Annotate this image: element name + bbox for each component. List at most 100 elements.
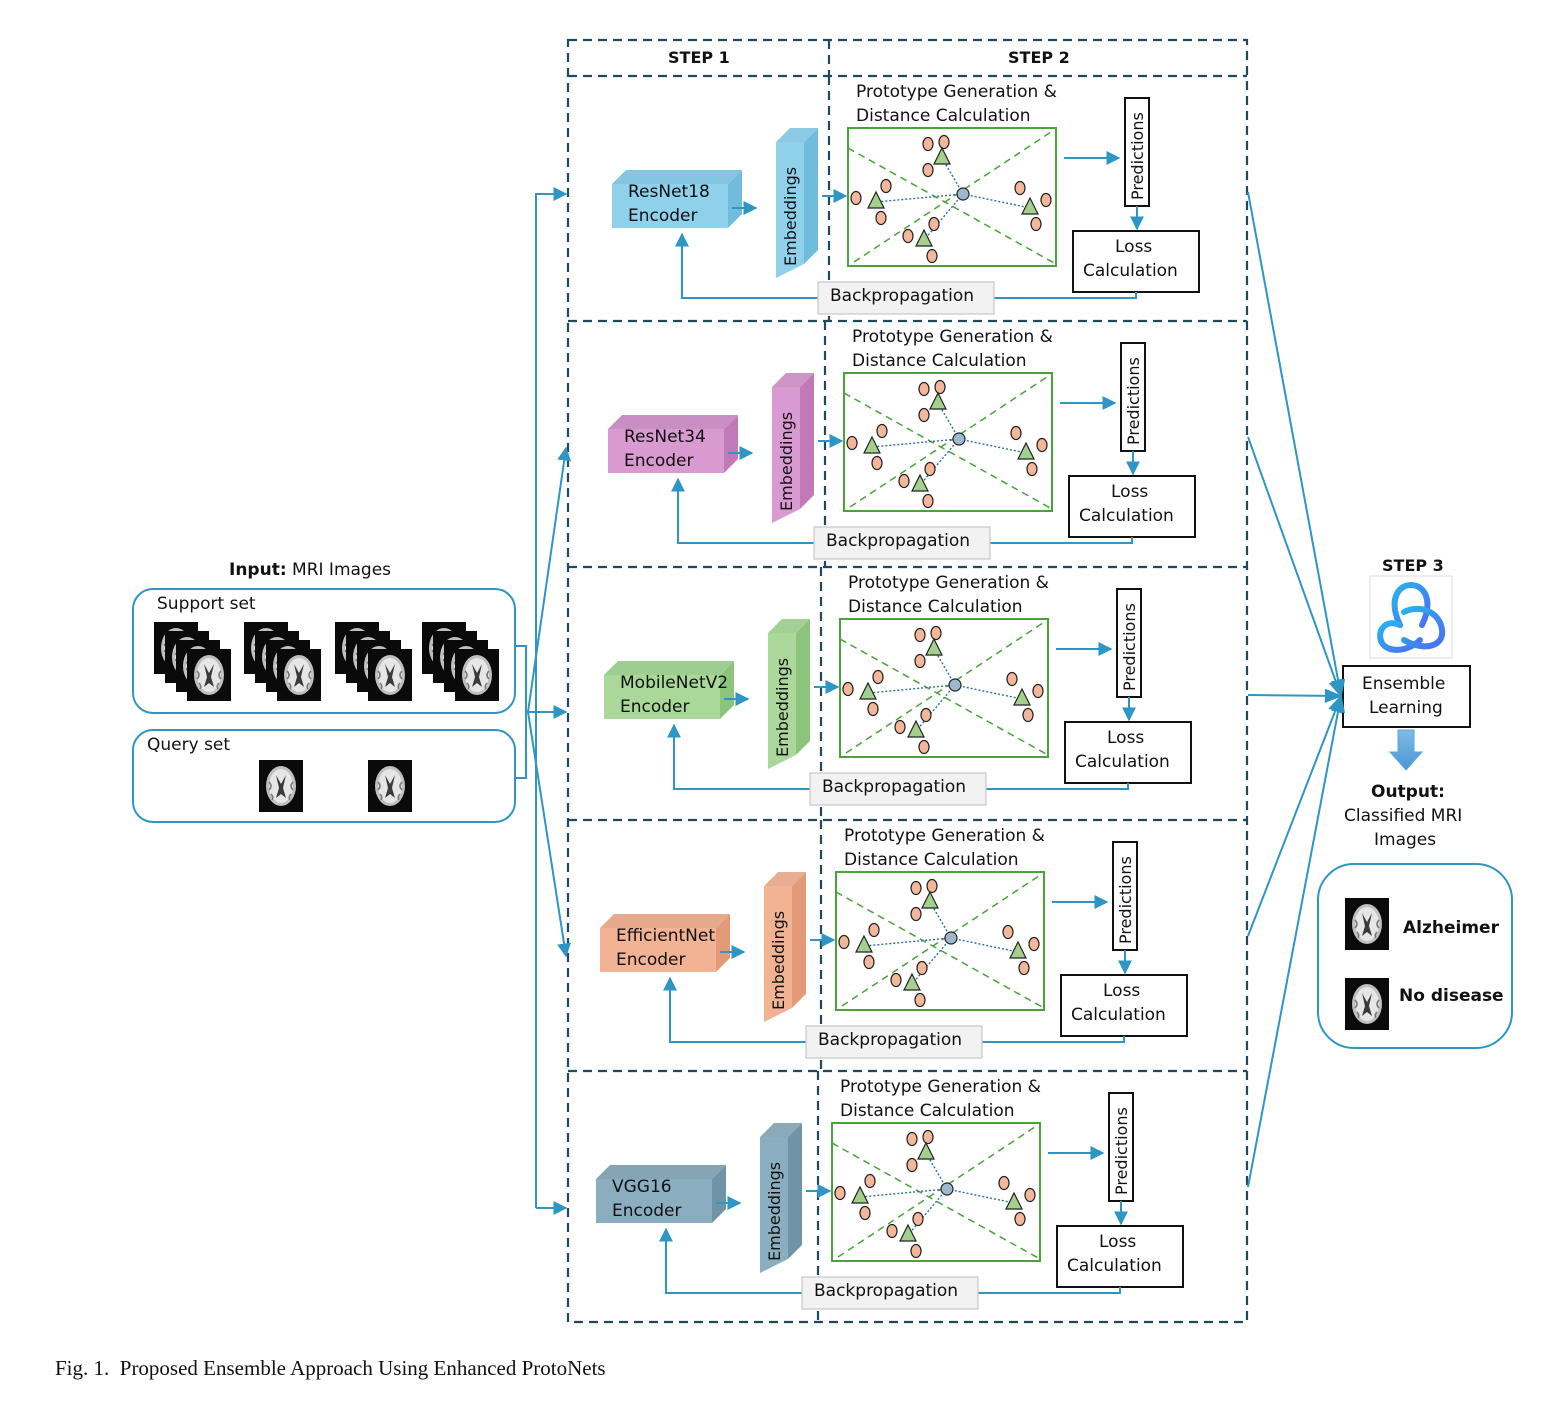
- loss-label-1: Loss: [1103, 981, 1141, 1001]
- support-point: [890, 972, 902, 988]
- support-image-stack: [421, 621, 500, 702]
- support-point: [910, 906, 922, 922]
- support-point: [910, 880, 922, 896]
- row-to-ensemble-arrow: [1247, 694, 1342, 937]
- encoder-box-side: [720, 661, 734, 719]
- support-point: [906, 1157, 918, 1173]
- support-point: [928, 216, 940, 232]
- encoder-box-front: [596, 1179, 712, 1223]
- prototype-triangle: [1021, 196, 1039, 215]
- mri-image-icon: [276, 648, 322, 702]
- decision-boundary-line: [853, 129, 1055, 263]
- encoder-name-label: ResNet18: [628, 182, 710, 202]
- support-point: [912, 1211, 924, 1227]
- support-point: [1022, 707, 1034, 723]
- distance-line: [867, 684, 956, 694]
- knot-loop: [1377, 620, 1423, 653]
- input-title-rest: MRI Images: [286, 560, 392, 580]
- encoder-suffix-label: Encoder: [624, 451, 694, 471]
- backpropagation-label: Backpropagation: [822, 777, 967, 797]
- backpropagation-label: Backpropagation: [826, 531, 971, 551]
- embeddings-slab-side: [800, 373, 814, 509]
- support-point: [1036, 437, 1048, 453]
- loss-label-2: Calculation: [1075, 752, 1170, 772]
- prototype-triangle: [855, 934, 873, 953]
- distance-line: [950, 937, 1019, 953]
- input-to-row2-arrow: [527, 446, 572, 713]
- backpropagation-box: [813, 526, 991, 560]
- support-image-stack: [153, 621, 232, 702]
- support-point: [920, 707, 932, 723]
- prototype-space-box: [835, 871, 1045, 1011]
- support-point: [880, 178, 892, 194]
- prototype-triangle: [911, 473, 929, 492]
- backpropagation-box: [817, 281, 995, 315]
- backpropagation-box: [805, 1025, 983, 1059]
- step3-header: STEP 3: [1382, 556, 1444, 575]
- loss-label-2: Calculation: [1071, 1005, 1166, 1025]
- encoder-box-top: [600, 914, 730, 928]
- embeddings-slab-side: [788, 1123, 802, 1259]
- loss-calculation-box: [1056, 1225, 1184, 1288]
- support-image-stack: [334, 621, 413, 702]
- step1-header: STEP 1: [668, 48, 730, 67]
- prototype-triangle: [859, 681, 877, 700]
- support-point: [916, 960, 928, 976]
- encoder-box-front: [612, 184, 728, 228]
- support-point: [871, 455, 883, 471]
- support-point: [1032, 683, 1044, 699]
- distance-line: [941, 157, 964, 195]
- support-point: [859, 1205, 871, 1221]
- support-point: [930, 625, 942, 641]
- prototype-title-line-1: Prototype Generation &: [848, 573, 1049, 593]
- encoder-suffix-label: Encoder: [628, 206, 698, 226]
- support-point: [926, 248, 938, 264]
- decision-boundary-line: [837, 1124, 1039, 1258]
- decision-boundary-line: [839, 638, 1049, 756]
- encoder-name-label: ResNet34: [624, 427, 706, 447]
- backpropagation-label: Backpropagation: [814, 1281, 959, 1301]
- loss-label-2: Calculation: [1079, 506, 1174, 526]
- decision-boundary-line: [831, 1142, 1041, 1260]
- support-point: [922, 162, 934, 178]
- embeddings-label: Embeddings: [777, 412, 796, 511]
- input-to-row1-arrow: [535, 187, 568, 712]
- support-point: [834, 1185, 846, 1201]
- support-point: [918, 739, 930, 755]
- query-mri-image-icon: [258, 759, 304, 813]
- no-disease-mri-image-icon: [1344, 977, 1390, 1031]
- encoder-name-label: VGG16: [612, 1177, 672, 1197]
- prototype-title-line-1: Prototype Generation &: [840, 1077, 1041, 1097]
- support-point: [1014, 180, 1026, 196]
- backpropagation-label: Backpropagation: [830, 286, 975, 306]
- support-point: [850, 190, 862, 206]
- output-class-no-disease: No disease: [1399, 986, 1504, 1006]
- support-set-label: Support set: [157, 594, 256, 614]
- loss-label-1: Loss: [1099, 1232, 1137, 1252]
- predictions-box: [1112, 841, 1138, 951]
- query-point: [956, 187, 970, 201]
- predictions-box: [1124, 97, 1150, 207]
- loss-calculation-box: [1072, 230, 1200, 293]
- ensemble-label-2: Learning: [1369, 698, 1443, 718]
- support-point: [914, 627, 926, 643]
- encoder-suffix-label: Encoder: [616, 950, 686, 970]
- loss-label-1: Loss: [1111, 482, 1149, 502]
- encoder-suffix-label: Encoder: [612, 1201, 682, 1221]
- prototype-triangle: [933, 146, 951, 165]
- support-image-stack: [243, 621, 322, 702]
- encoder-box-top: [608, 415, 738, 429]
- prototype-triangle: [863, 435, 881, 454]
- embeddings-label: Embeddings: [773, 658, 792, 757]
- mri-image-icon: [454, 648, 500, 702]
- decision-boundary-line: [843, 392, 1053, 510]
- prototype-triangle: [915, 228, 933, 247]
- decision-boundary-line: [845, 620, 1047, 754]
- distance-line: [958, 438, 1027, 454]
- support-set-box: [132, 588, 516, 714]
- embeddings-slab-front: [776, 142, 804, 278]
- prototype-triangle: [907, 719, 925, 738]
- distance-line: [946, 1188, 1015, 1204]
- output-line-2: Images: [1374, 830, 1437, 850]
